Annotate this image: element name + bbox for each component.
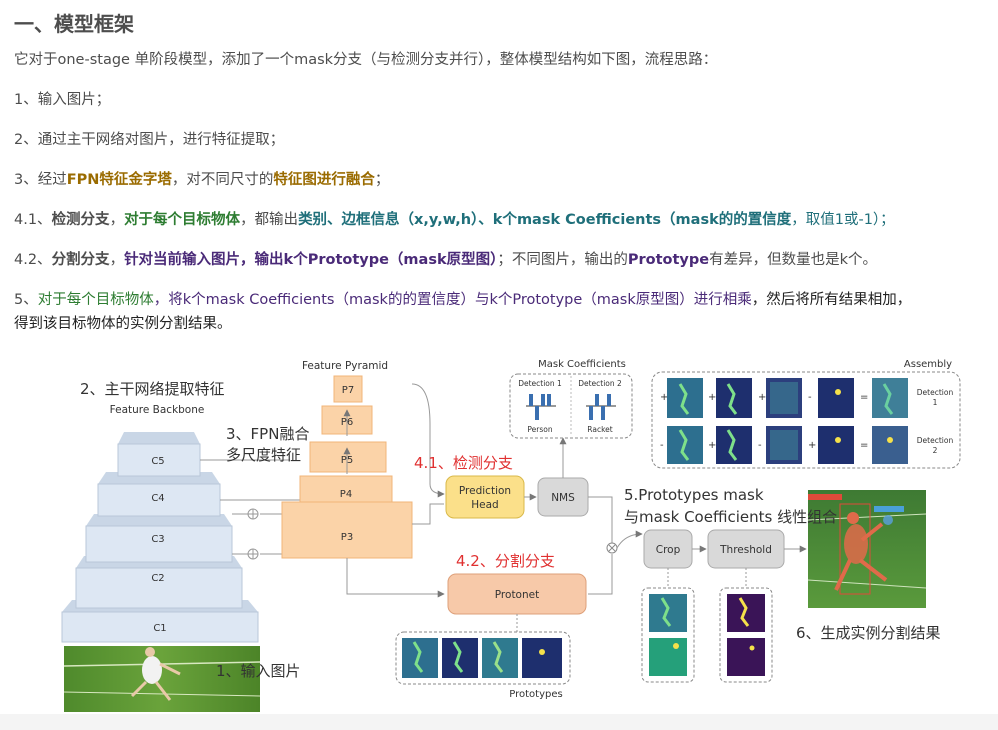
pyramid-p4: P4 bbox=[340, 489, 352, 500]
step-41-c: ， bbox=[109, 212, 125, 228]
protonet-label: Protonet bbox=[495, 589, 539, 601]
input-image bbox=[63, 646, 261, 712]
crop-label: Crop bbox=[656, 544, 681, 556]
mask-coeff-person: Person bbox=[527, 425, 552, 434]
svg-text:+: + bbox=[758, 392, 766, 403]
step-41-outputs: 类别、边框信息（x,y,w,h）、k个mask Coefficients（mas… bbox=[298, 212, 792, 228]
svg-text:+: + bbox=[708, 440, 716, 451]
assembly-det2-line1: Detection bbox=[917, 436, 954, 445]
step-42-seg: 分割分支 bbox=[51, 252, 110, 268]
step-5-multiply: ，将k个mask Coefficients（mask的的置信度）与k个Proto… bbox=[153, 292, 752, 308]
step-41-e: ，都输出 bbox=[240, 212, 299, 228]
assembly-det1-line1: Detection bbox=[917, 388, 954, 397]
ann-detect: 4.1、检测分支 bbox=[414, 454, 513, 472]
page-footer-band bbox=[0, 714, 998, 730]
pyramid-p3: P3 bbox=[341, 532, 353, 543]
step-3-e: ； bbox=[374, 172, 390, 188]
step-3-a: 3、经过 bbox=[14, 172, 67, 188]
step-41-each-object: 对于每个目标物体 bbox=[124, 212, 241, 228]
step-5: 5、对于每个目标物体，将k个mask Coefficients（mask的的置信… bbox=[14, 288, 911, 312]
step-41-a: 4.1、 bbox=[14, 212, 52, 228]
step-3-fpn: FPN特征金字塔 bbox=[66, 172, 172, 188]
step-5-each-object: 对于每个目标物体 bbox=[37, 292, 154, 308]
backbone-stack: C1 C2 C3 C4 C5 bbox=[61, 432, 259, 643]
step-1: 1、输入图片； bbox=[14, 92, 111, 108]
backbone-c2: C2 bbox=[151, 573, 164, 584]
svg-text:-: - bbox=[808, 392, 812, 403]
section-title: 一、模型框架 bbox=[14, 12, 134, 36]
step-3: 3、经过FPN特征金字塔，对不同尺寸的特征图进行融合； bbox=[14, 168, 389, 192]
coeff-bars-det2 bbox=[586, 394, 616, 420]
assembly-row-1: + + + - = Detection 1 bbox=[660, 378, 953, 418]
pyramid-title: Feature Pyramid bbox=[302, 360, 388, 372]
svg-text:=: = bbox=[860, 392, 868, 403]
assembly-det2-line2: 2 bbox=[933, 446, 938, 455]
ann-combine-line2: 与mask Coefficients 线性组合 bbox=[624, 508, 837, 526]
step-2: 2、通过主干网络对图片，进行特征提取； bbox=[14, 132, 285, 148]
lateral-connections bbox=[200, 459, 300, 560]
coeff-bars-det1 bbox=[526, 394, 556, 420]
svg-text:+: + bbox=[660, 392, 668, 403]
assembly-row-2: - + - + = Detection 2 bbox=[660, 426, 953, 464]
result-image bbox=[807, 490, 927, 608]
backbone-c3: C3 bbox=[151, 534, 164, 545]
svg-text:-: - bbox=[660, 440, 664, 451]
step-3-fusion: 特征图进行融合 bbox=[273, 172, 375, 188]
svg-text:+: + bbox=[808, 440, 816, 451]
assembly-det1-line2: 1 bbox=[933, 398, 938, 407]
pyramid-to-head bbox=[346, 383, 445, 598]
backbone-c5: C5 bbox=[151, 456, 164, 467]
ann-fpn-line2: 多尺度特征 bbox=[226, 446, 301, 464]
step-3-c: ，对不同尺寸的 bbox=[171, 172, 274, 188]
step-42-prototype-output: 针对当前输入图片，输出k个Prototype（mask原型图） bbox=[124, 252, 498, 268]
yolact-architecture-diagram: Feature Backbone C1 C2 C3 C4 C5 bbox=[61, 359, 961, 712]
ann-seg: 4.2、分割分支 bbox=[456, 552, 555, 570]
nms-label: NMS bbox=[551, 492, 575, 504]
backbone-c1: C1 bbox=[153, 623, 166, 634]
threshold-label: Threshold bbox=[719, 544, 772, 556]
mask-coeff-racket: Racket bbox=[587, 425, 612, 434]
ann-fpn-line1: 3、FPN融合 bbox=[226, 425, 309, 443]
ann-backbone: 2、主干网络提取特征 bbox=[80, 380, 225, 398]
step-42-a: 4.2、 bbox=[14, 252, 52, 268]
ann-combine-line1: 5.Prototypes mask bbox=[624, 486, 764, 504]
step-41-detect: 检测分支 bbox=[51, 212, 110, 228]
backbone-c4: C4 bbox=[151, 493, 164, 504]
pyramid-p7: P7 bbox=[342, 385, 354, 396]
step-42-c: ， bbox=[109, 252, 125, 268]
assembly-title: Assembly bbox=[904, 359, 952, 370]
prototype-maps bbox=[402, 638, 562, 678]
step-4-2: 4.2、分割分支，针对当前输入图片，输出k个Prototype（mask原型图）… bbox=[14, 248, 877, 272]
prediction-head-box bbox=[445, 475, 525, 519]
step-4-1: 4.1、检测分支，对于每个目标物体，都输出类别、边框信息（x,y,w,h）、k个… bbox=[14, 208, 895, 232]
svg-text:-: - bbox=[758, 440, 762, 451]
svg-text:=: = bbox=[860, 440, 868, 451]
step-42-e: ；不同图片，输出的 bbox=[497, 252, 628, 268]
step-42-g: 有差异，但数量也是k个。 bbox=[709, 252, 877, 268]
ann-input: 1、输入图片 bbox=[216, 662, 301, 680]
mask-coeff-det1: Detection 1 bbox=[518, 379, 562, 388]
prediction-head-line2: Head bbox=[471, 499, 498, 511]
step-42-prototype: Prototype bbox=[627, 252, 710, 268]
svg-text:+: + bbox=[708, 392, 716, 403]
prototypes-label: Prototypes bbox=[509, 689, 562, 700]
mask-coeff-det2: Detection 2 bbox=[578, 379, 622, 388]
backbone-title: Feature Backbone bbox=[110, 404, 205, 416]
ann-result: 6、生成实例分割结果 bbox=[796, 624, 941, 642]
feature-pyramid: P3 P4 P5 P6 P7 bbox=[281, 375, 413, 559]
step-5-line2: 得到该目标物体的实例分割结果。 bbox=[14, 316, 232, 332]
step-41-g: ，取值1或-1）； bbox=[791, 212, 895, 228]
step-5-a: 5、 bbox=[14, 292, 38, 308]
step-5-sum: ，然后将所有结果相加， bbox=[751, 292, 912, 308]
mask-coeff-title: Mask Coefficients bbox=[538, 359, 626, 370]
intro-paragraph: 它对于one-stage 单阶段模型，添加了一个mask分支（与检测分支并行），… bbox=[14, 52, 718, 68]
prediction-head-line1: Prediction bbox=[459, 485, 511, 497]
